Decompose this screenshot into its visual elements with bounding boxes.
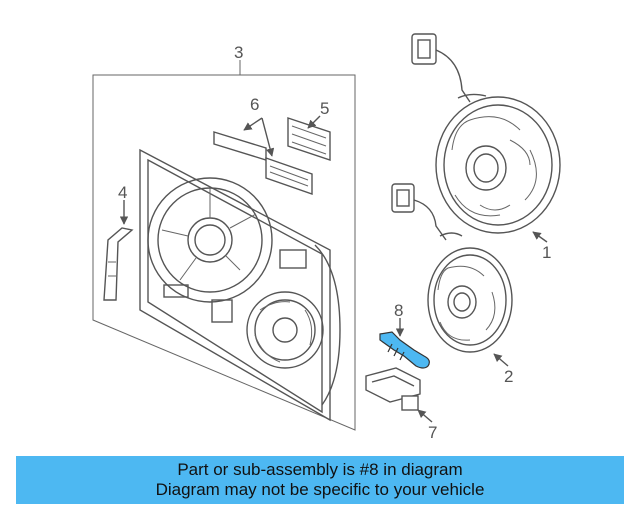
fan-bracket-part-8-highlighted: [379, 331, 430, 369]
info-banner: Part or sub-assembly is #8 in diagram Di…: [16, 456, 624, 504]
callout-8: 8: [394, 301, 403, 320]
callout-2: 2: [504, 367, 513, 386]
banner-line-1: Part or sub-assembly is #8 in diagram: [177, 460, 463, 479]
callout-7: 7: [428, 423, 437, 442]
callout-4: 4: [118, 183, 127, 202]
callout-6: 6: [250, 95, 259, 114]
fan-shroud: [139, 148, 341, 422]
bracket-part-4: [103, 227, 134, 301]
fan-motor-part-2: [391, 183, 513, 353]
fan-motor-part-1: [411, 33, 561, 234]
seal-part-6: [213, 131, 313, 195]
callout-3: 3: [234, 43, 243, 62]
callout-5: 5: [320, 99, 329, 118]
callout-1: 1: [542, 243, 551, 262]
module-part-7: [365, 367, 421, 411]
seal-part-5: [287, 117, 331, 161]
banner-line-2: Diagram may not be specific to your vehi…: [155, 480, 485, 499]
fan-shroud-assembly-outline: [92, 74, 356, 431]
